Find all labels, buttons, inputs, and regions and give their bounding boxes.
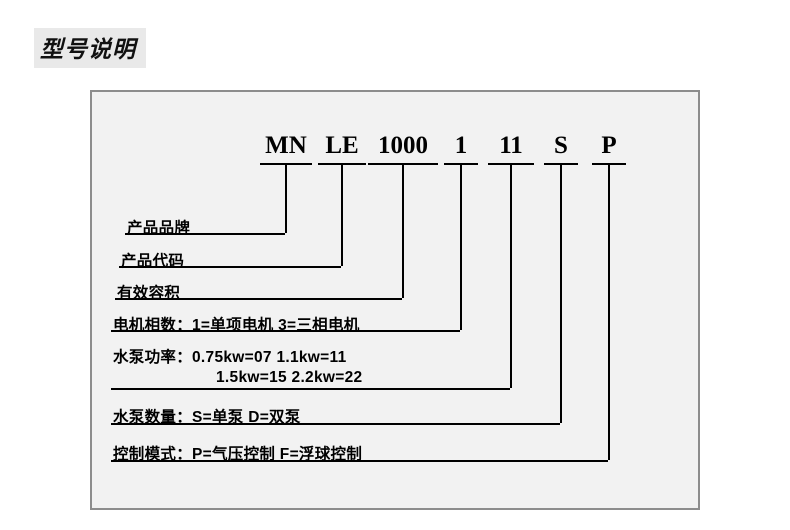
code-segment-power: 11	[488, 132, 534, 165]
code-segment-product: LE	[318, 132, 366, 165]
code-segment-pump-count: S	[544, 132, 578, 165]
connector-line-brand	[285, 163, 287, 233]
legend-label-pump-count: 水泵数量：S=单泵 D=双泵	[113, 409, 301, 426]
code-segment-phase: 1	[444, 132, 478, 165]
legend-underline-power	[111, 388, 510, 390]
legend-label-power-cont: 1.5kw=15 2.2kw=22	[216, 369, 363, 386]
connector-line-pump-count	[560, 163, 562, 423]
legend-label-volume: 有效容积	[117, 285, 181, 302]
connector-line-power	[510, 163, 512, 388]
legend-underline-control-mode	[111, 460, 608, 462]
legend-label-product: 产品代码	[121, 253, 185, 270]
connector-line-phase	[460, 163, 462, 330]
legend-underline-phase	[111, 330, 460, 332]
connector-line-volume	[402, 163, 404, 298]
legend-label-brand: 产品品牌	[127, 220, 191, 237]
legend-label-power: 水泵功率：0.75kw=07 1.1kw=11	[113, 349, 347, 366]
legend-label-phase: 电机相数：1=单项电机 3=三相电机	[113, 317, 360, 334]
legend-label-control-mode: 控制模式：P=气压控制 F=浮球控制	[113, 446, 363, 463]
model-designation-panel: MN LE 1000 1 11 S P 产品品牌 产品代码 有效容积 电机相数：…	[90, 90, 700, 510]
legend-underline-product	[119, 266, 341, 268]
legend-underline-brand	[125, 233, 285, 235]
legend-underline-pump-count	[111, 423, 560, 425]
connector-line-control-mode	[608, 163, 610, 460]
code-segment-brand: MN	[260, 132, 312, 165]
code-segment-volume: 1000	[368, 132, 438, 165]
legend-underline-volume	[115, 298, 402, 300]
code-segment-control-mode: P	[592, 132, 626, 165]
connector-line-product	[341, 163, 343, 266]
page-title: 型号说明	[40, 36, 136, 62]
section-title-banner: 型号说明	[34, 28, 146, 68]
